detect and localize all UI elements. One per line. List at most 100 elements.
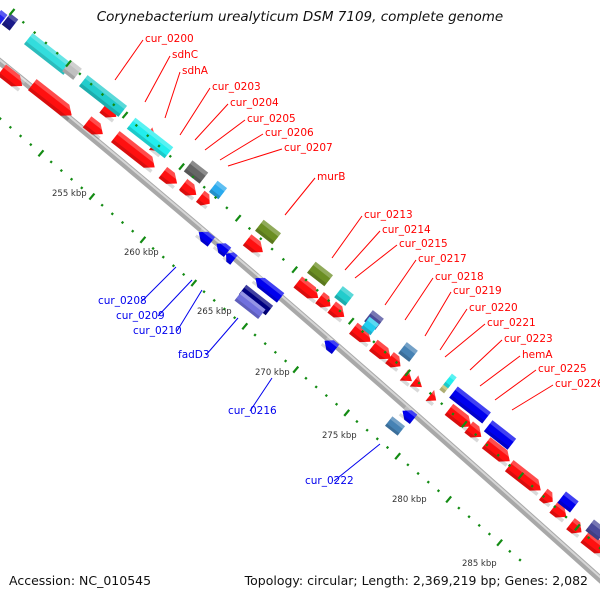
leader-line <box>204 119 246 151</box>
feature-outer-9[interactable] <box>307 261 333 287</box>
leader-line <box>249 377 273 412</box>
cds-forward-22[interactable] <box>464 421 486 443</box>
cds-forward-1[interactable] <box>27 79 77 121</box>
cds-forward-2[interactable] <box>82 116 108 140</box>
feature-outer-7[interactable] <box>0 10 8 26</box>
tick-label: 280 kbp <box>392 495 427 505</box>
gene-label-murB[interactable]: murB <box>317 171 345 183</box>
cds-forward-20[interactable] <box>425 390 441 406</box>
inner-tick <box>273 350 277 354</box>
gene-label-cur_0206[interactable]: cur_0206 <box>265 127 314 139</box>
cds-reverse-2[interactable] <box>222 249 238 265</box>
cds-reverse-8[interactable] <box>385 416 405 436</box>
gene-label-cur_0209[interactable]: cur_0209 <box>116 310 165 322</box>
gene-label-cur_0204[interactable]: cur_0204 <box>230 97 279 109</box>
cds-forward-15[interactable] <box>349 322 375 348</box>
gene-label-cur_0219[interactable]: cur_0219 <box>453 285 502 297</box>
gene-label-cur_0200[interactable]: cur_0200 <box>145 33 194 45</box>
gene-label-cur_0215[interactable]: cur_0215 <box>399 238 448 250</box>
gene-label-cur_0218[interactable]: cur_0218 <box>435 271 484 283</box>
gene-label-cur_0210[interactable]: cur_0210 <box>133 325 182 337</box>
outer-tick <box>157 144 161 148</box>
feature-outer-6[interactable] <box>1 13 19 31</box>
tick-label: 285 kbp <box>462 559 497 569</box>
cds-reverse-1[interactable] <box>212 238 232 258</box>
inner-tick <box>139 236 147 244</box>
gene-label-cur_0203[interactable]: cur_0203 <box>212 81 261 93</box>
map-title: Corynebacterium urealyticum DSM 7109, co… <box>96 9 504 25</box>
outer-tick <box>78 72 82 76</box>
gene-label-cur_0208[interactable]: cur_0208 <box>98 295 147 307</box>
gene-label-cur_0223[interactable]: cur_0223 <box>504 333 553 345</box>
inner-tick <box>508 549 512 553</box>
cds-reverse-5[interactable] <box>234 291 266 319</box>
feature-outer-10[interactable] <box>334 286 354 306</box>
feature-outer-0[interactable] <box>23 33 73 75</box>
outer-tick <box>213 195 218 200</box>
outer-tick <box>89 82 93 86</box>
gene-label-cur_0205[interactable]: cur_0205 <box>247 113 296 125</box>
cds-reverse-7[interactable] <box>398 405 418 425</box>
tick-label: 265 kbp <box>197 307 232 317</box>
cds-reverse-3[interactable] <box>251 273 285 303</box>
cds-forward-19[interactable] <box>409 375 427 393</box>
leader-line <box>384 259 417 306</box>
gene-label-cur_0207[interactable]: cur_0207 <box>284 142 333 154</box>
gene-label-sdhC[interactable]: sdhC <box>172 49 198 61</box>
feature-outer-8[interactable] <box>255 219 281 245</box>
cds-forward-16[interactable] <box>369 339 395 365</box>
cds-forward-25[interactable] <box>538 488 558 508</box>
gene-label-cur_0220[interactable]: cur_0220 <box>469 302 518 314</box>
feature-outer-5[interactable] <box>208 180 228 200</box>
cds-reverse-6[interactable] <box>320 335 340 355</box>
cds-forward-14[interactable] <box>327 301 349 323</box>
gene-label-cur_0214[interactable]: cur_0214 <box>382 224 431 236</box>
feature-outer-19[interactable] <box>585 519 600 541</box>
cds-forward-3[interactable] <box>110 131 160 173</box>
cds-forward-23[interactable] <box>481 437 515 467</box>
outer-tick <box>485 443 489 447</box>
tick-label: 255 kbp <box>52 189 87 199</box>
cds-forward-10[interactable] <box>195 190 215 210</box>
feature-outer-16[interactable] <box>449 386 491 424</box>
outer-tick <box>112 103 116 107</box>
cds-forward-11[interactable] <box>242 234 268 258</box>
inner-tick <box>69 177 74 181</box>
feature-outer-13[interactable] <box>398 342 418 362</box>
outer-tick <box>44 41 48 45</box>
gene-label-cur_0222[interactable]: cur_0222 <box>305 475 354 487</box>
cds-forward-13[interactable] <box>315 292 335 312</box>
gene-label-cur_0226[interactable]: cur_0226 <box>555 378 600 390</box>
outer-tick <box>564 515 568 519</box>
inner-tick <box>222 307 227 311</box>
inner-tick <box>88 192 96 201</box>
gene-label-sdhA[interactable]: sdhA <box>182 65 209 77</box>
feature-outer-12[interactable] <box>360 316 380 336</box>
cds-forward-4[interactable] <box>158 166 182 190</box>
gene-label-fadD3[interactable]: fadD3 <box>178 349 210 361</box>
cds-forward-0[interactable] <box>0 64 27 92</box>
leader-line <box>331 215 363 259</box>
outer-tick <box>202 185 206 189</box>
accession-text: Accession: NC_010545 <box>9 573 152 588</box>
inner-tick <box>233 316 237 320</box>
cds-forward-24[interactable] <box>504 460 546 496</box>
feature-outer-3[interactable] <box>126 117 174 159</box>
gene-label-cur_0213[interactable]: cur_0213 <box>364 209 413 221</box>
inner-tick <box>29 143 33 147</box>
gene-label-cur_0216[interactable]: cur_0216 <box>228 405 277 417</box>
outer-tick <box>338 309 342 313</box>
feature-outer-18[interactable] <box>557 491 579 513</box>
feature-outer-17[interactable] <box>483 420 517 450</box>
outer-tick <box>451 412 455 416</box>
gene-label-cur_0225[interactable]: cur_0225 <box>538 363 587 375</box>
inner-tick <box>416 471 420 476</box>
outer-tick <box>474 433 478 437</box>
gene-label-cur_0221[interactable]: cur_0221 <box>487 317 536 329</box>
outer-tick <box>291 265 299 274</box>
gene-label-cur_0217[interactable]: cur_0217 <box>418 253 467 265</box>
cds-reverse-0[interactable] <box>195 227 215 247</box>
gene-label-hemA[interactable]: hemA <box>522 349 553 361</box>
cds-forward-9[interactable] <box>179 179 201 201</box>
feature-outer-15[interactable] <box>443 373 457 389</box>
